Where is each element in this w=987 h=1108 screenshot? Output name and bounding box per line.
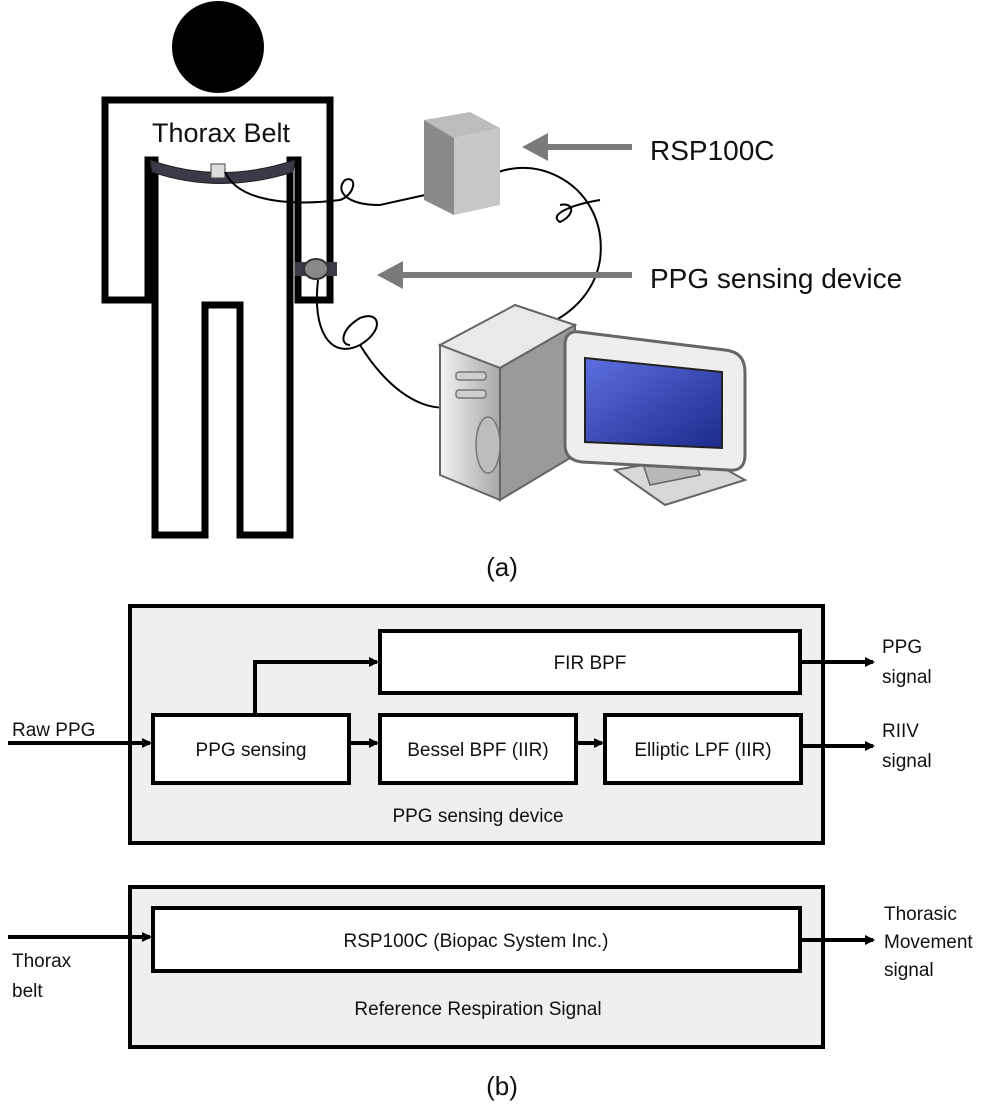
- panel-a: Thorax Belt RSP100C PPG sensing device (…: [101, 1, 902, 582]
- thorax-belt-input-label-1: Thorax: [12, 951, 72, 972]
- fir-bpf-box: [378, 629, 802, 695]
- rsp100c-box-icon: [424, 112, 500, 215]
- fir-bpf-label: FIR BPF: [554, 653, 627, 674]
- computer-tower-icon: [437, 303, 578, 502]
- thorax-belt-input-label-2: belt: [12, 981, 43, 1002]
- reference-block-arrows: [8, 932, 875, 945]
- ppg-signal-output-label-2: signal: [882, 667, 932, 688]
- bessel-bpf-label: Bessel BPF (IIR): [407, 740, 548, 761]
- ppg-sensing-device-label: PPG sensing device: [650, 263, 902, 294]
- thorax-belt-label: Thorax Belt: [152, 118, 291, 148]
- riiv-signal-output-label-2: signal: [882, 751, 932, 772]
- raw-ppg-input-label: Raw PPG: [12, 720, 95, 741]
- ppg-block-arrows: [8, 657, 875, 751]
- thorasic-movement-output-label-3: signal: [884, 960, 934, 981]
- reference-respiration-title: Reference Respiration Signal: [354, 999, 601, 1020]
- rsp100c-pointer-arrow: [522, 133, 632, 161]
- caption-a: (a): [486, 552, 518, 582]
- ppg-signal-output-label-1: PPG: [882, 637, 922, 658]
- caption-b: (b): [486, 1071, 518, 1101]
- wrist-sensor-icon: [295, 258, 337, 280]
- ppg-sensing-box: [151, 713, 351, 785]
- thorax-belt-strap-icon: [149, 159, 296, 184]
- thorasic-movement-output-label-2: Movement: [884, 932, 973, 953]
- riiv-signal-output-label-1: RIIV: [882, 721, 919, 742]
- monitor-icon: [563, 330, 748, 507]
- ppg-sensing-label: PPG sensing: [196, 740, 307, 761]
- bessel-bpf-box: [378, 713, 578, 785]
- person-figure-icon: [101, 1, 334, 539]
- rsp100c-label: RSP100C: [650, 135, 775, 166]
- elliptic-lpf-box: [603, 713, 803, 785]
- rsp100c-box-label: RSP100C (Biopac System Inc.): [343, 931, 608, 952]
- elliptic-lpf-label: Elliptic LPF (IIR): [634, 740, 771, 761]
- thorasic-movement-output-label-1: Thorasic: [884, 904, 957, 925]
- ppg-device-block-title: PPG sensing device: [392, 806, 563, 827]
- ppg-device-pointer-arrow: [377, 261, 632, 289]
- panel-b: FIR BPF PPG sensing Bessel BPF (IIR) Ell…: [8, 604, 973, 1101]
